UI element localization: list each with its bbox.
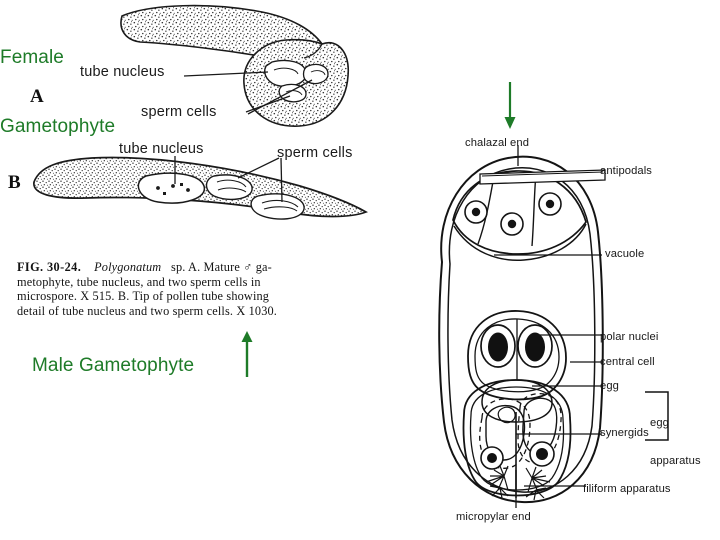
label-sperm-cells-b: sperm cells [277, 145, 353, 161]
male-gametophyte-annotation: Male Gametophyte [32, 355, 195, 376]
figure-letter-b: B [8, 172, 21, 193]
female-annotation-line-1: Female [0, 47, 64, 68]
figure-caption: FIG. 30-24. Polygonatum sp. A. Mature ♂ … [17, 260, 369, 318]
female-leader-lines [494, 145, 602, 508]
leader-antipodals [479, 169, 606, 185]
label-filiform-apparatus: filiform apparatus [583, 483, 671, 495]
leader-sperm-cells-b-2 [280, 157, 283, 203]
embryo-sac-figure [438, 145, 669, 508]
embryo-sac-inner-wall [447, 167, 596, 493]
egg-apparatus-region [462, 379, 572, 497]
label-polar-nuclei: polar nuclei [600, 331, 659, 343]
leader-tube-nucleus-a [183, 71, 269, 77]
central-cell-region [467, 310, 567, 401]
egg-apparatus-bracket [645, 391, 669, 441]
down-arrow-icon [504, 82, 516, 129]
female-gametophyte-annotation: Female Gametophyte [0, 0, 115, 184]
label-central-cell: central cell [600, 356, 655, 368]
caption-line-1: FIG. 30-24. Polygonatum sp. A. Mature ♂ … [17, 260, 369, 275]
leader-sperm-cells-a-2 [247, 79, 313, 115]
label-synergids: synergids [600, 427, 649, 439]
egg-apparatus-line-1: egg [650, 417, 669, 430]
label-antipodals: antipodals [600, 165, 653, 177]
label-egg: egg [600, 380, 619, 392]
antipodal-nuclei [464, 192, 562, 236]
filiform-apparatus-art [485, 465, 551, 501]
caption-line-2: metophyte, tube nucleus, and two sperm c… [17, 274, 261, 289]
caption-fig-number: FIG. 30-24. [17, 260, 82, 274]
synergid-nuclei [480, 441, 555, 470]
label-tube-nucleus-b: tube nucleus [119, 141, 204, 157]
egg-apparatus-line-2: apparatus [650, 454, 701, 467]
figure-letter-a: A [30, 86, 44, 107]
embryo-sac-outer-wall [438, 155, 604, 504]
label-egg-apparatus: egg apparatus [650, 392, 701, 493]
label-vacuole: vacuole [605, 248, 645, 260]
pollen-tube-b [33, 156, 368, 220]
caption-line-1-rest: sp. A. Mature ♂ ga- [171, 260, 272, 274]
leader-sperm-cells-b-1 [237, 157, 280, 179]
up-arrow-icon [241, 331, 253, 377]
caption-line-4: detail of tube nucleus and two sperm cel… [17, 303, 278, 318]
label-chalazal-end: chalazal end [465, 137, 530, 149]
female-annotation-line-2: Gametophyte [0, 116, 116, 137]
label-tube-nucleus-a: tube nucleus [80, 64, 165, 80]
label-sperm-cells-a: sperm cells [141, 104, 217, 120]
caption-genus: Polygonatum [94, 260, 162, 274]
male-gametophyte-figure [33, 4, 368, 220]
pollen-grain-a [120, 4, 349, 127]
label-micropylar-end: micropylar end [456, 511, 531, 523]
caption-line-3: microspore. X 515. B. Tip of pollen tube… [17, 289, 270, 304]
